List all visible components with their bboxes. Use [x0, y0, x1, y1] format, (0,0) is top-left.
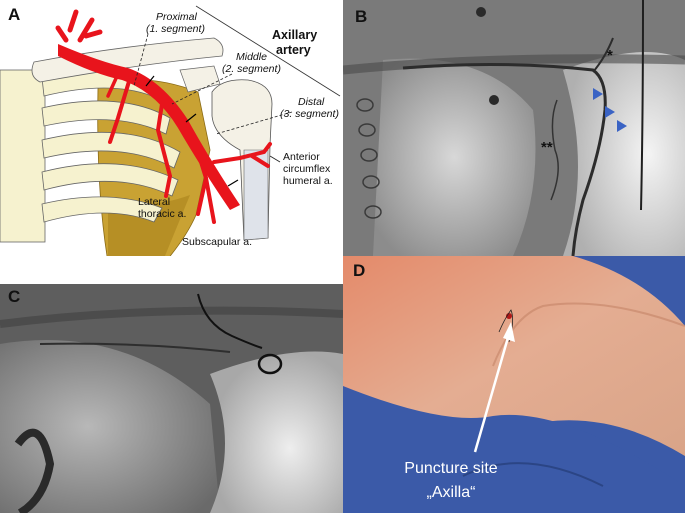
proximal-segment-label: (1. segment) [146, 23, 205, 35]
acromion [179, 65, 221, 93]
panel-letter-a: A [8, 5, 21, 24]
leader-line-distal [215, 111, 293, 135]
distal-label: Distal [298, 96, 325, 108]
sheath-wire [197, 293, 263, 349]
leader-line-middle [171, 73, 233, 105]
surgical-drape [343, 386, 685, 513]
lung-field [373, 58, 536, 256]
marker-double-star: ** [541, 139, 553, 156]
shoulder-soft-tissue [563, 52, 685, 256]
segment-separator [145, 75, 155, 87]
subclavian-branches [55, 9, 103, 43]
sternum [0, 69, 46, 243]
clavicle-shadow [343, 54, 685, 75]
proximal-label: Proximal [156, 11, 197, 23]
pointer-arrow-line [473, 333, 511, 453]
blue-arrowhead [617, 120, 627, 132]
drape-fold [462, 462, 604, 487]
blue-arrowhead [593, 88, 603, 100]
axillary-bracket [195, 5, 341, 97]
axillary-title-line1: Axillary [272, 28, 318, 42]
clavicle-shadow [0, 306, 343, 328]
guide-wire [640, 0, 644, 211]
artery-branch [550, 99, 559, 201]
humerus-shaft [243, 149, 269, 241]
segment-separator [185, 113, 197, 123]
thoracoacromial-branch [108, 76, 132, 144]
panel-c-fluoroscopy: C [0, 284, 343, 513]
shoulder-soft-tissue [210, 351, 343, 513]
middle-segment-label: (2. segment) [222, 63, 281, 75]
anterior-label-line1: Anterior [283, 151, 320, 163]
marker-single-star: * [607, 47, 613, 64]
leader-line-proximal [133, 33, 149, 87]
lateral-thoracic-label-line1: Lateral [138, 196, 171, 208]
blue-arrowhead [605, 106, 615, 118]
segment-separator [227, 179, 239, 187]
patient-skin [343, 256, 685, 456]
clavicle-bone [31, 37, 224, 83]
panel-letter-d: D [353, 261, 366, 280]
axillary-artery [58, 44, 240, 210]
ecg-electrode [489, 95, 499, 105]
anterior-label-line2: circumflex [283, 163, 331, 175]
artery-shadow [39, 342, 231, 353]
anterior-label-line3: humeral a. [283, 175, 333, 187]
panel-a-anatomy-diagram: A Axillary artery Proximal (1. segment) … [0, 0, 343, 256]
panel-letter-c: C [8, 287, 21, 306]
fluoroscopy-image [0, 284, 343, 513]
panel-letter-b: B [355, 7, 368, 26]
anterior-circumflex-humeral-artery [212, 142, 272, 168]
artery-branch [592, 37, 614, 73]
rib [41, 163, 179, 197]
axillary-anatomy-illustration [0, 5, 341, 256]
ecg-electrode [476, 7, 486, 17]
lung-field [0, 340, 220, 513]
contrast-artery [402, 62, 607, 256]
sternal-shadow [14, 428, 55, 513]
middle-label: Middle [236, 51, 267, 63]
distal-segment-label: (3. segment) [280, 108, 339, 120]
panel-b-angiogram: B * ** [343, 0, 685, 256]
puncture-site-location: „Axilla“ [426, 484, 476, 501]
lateral-thoracic-label-line2: thoracic a. [138, 208, 187, 220]
axilla-photograph [343, 256, 685, 513]
lateral-thoracic-artery [155, 102, 173, 198]
subscapular-artery [194, 144, 216, 224]
subscapular-label: Subscapular a. [182, 236, 253, 248]
axillary-title-line2: artery [276, 43, 311, 57]
puncture-site-label: Puncture site [404, 460, 498, 477]
rib [41, 196, 163, 223]
panel-d-clinical-photo: D Puncture site „Axilla“ [343, 256, 685, 513]
closure-device [257, 353, 283, 375]
rib [41, 131, 181, 169]
leader-line-anterior [269, 155, 281, 163]
rib [41, 100, 171, 135]
angiogram-image [343, 0, 685, 256]
superior-thoracic-branch [106, 72, 120, 98]
pointer-arrowhead [503, 322, 515, 342]
sternal-wires [356, 98, 382, 219]
